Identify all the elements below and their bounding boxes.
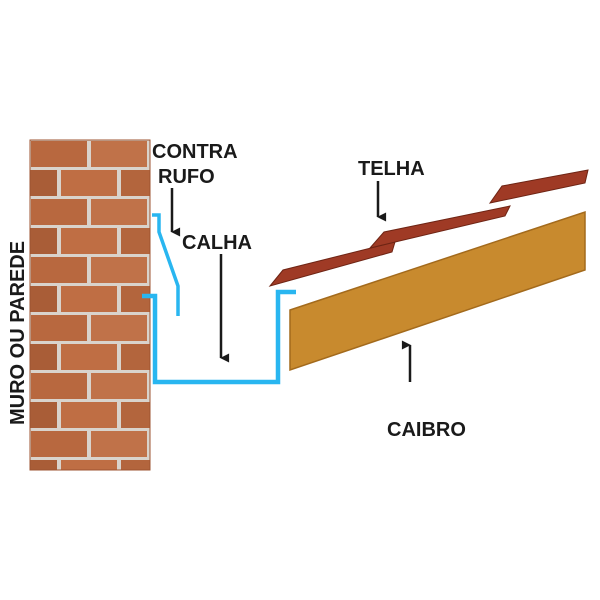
gutter-label: CALHA [182,232,252,254]
tile-label: TELHA [358,158,425,180]
rafter-beam [289,210,586,372]
brick-wall [29,139,151,471]
rafter-label: CAIBRO [387,419,466,441]
roof-tiles [268,169,589,287]
counterflashing-label-line2: RUFO [158,166,215,188]
wall-label: MURO OU PAREDE [7,241,29,425]
gutter-profile [142,289,296,385]
counterflashing-profile [152,213,180,316]
counterflashing-label-line1: CONTRA [152,141,238,163]
